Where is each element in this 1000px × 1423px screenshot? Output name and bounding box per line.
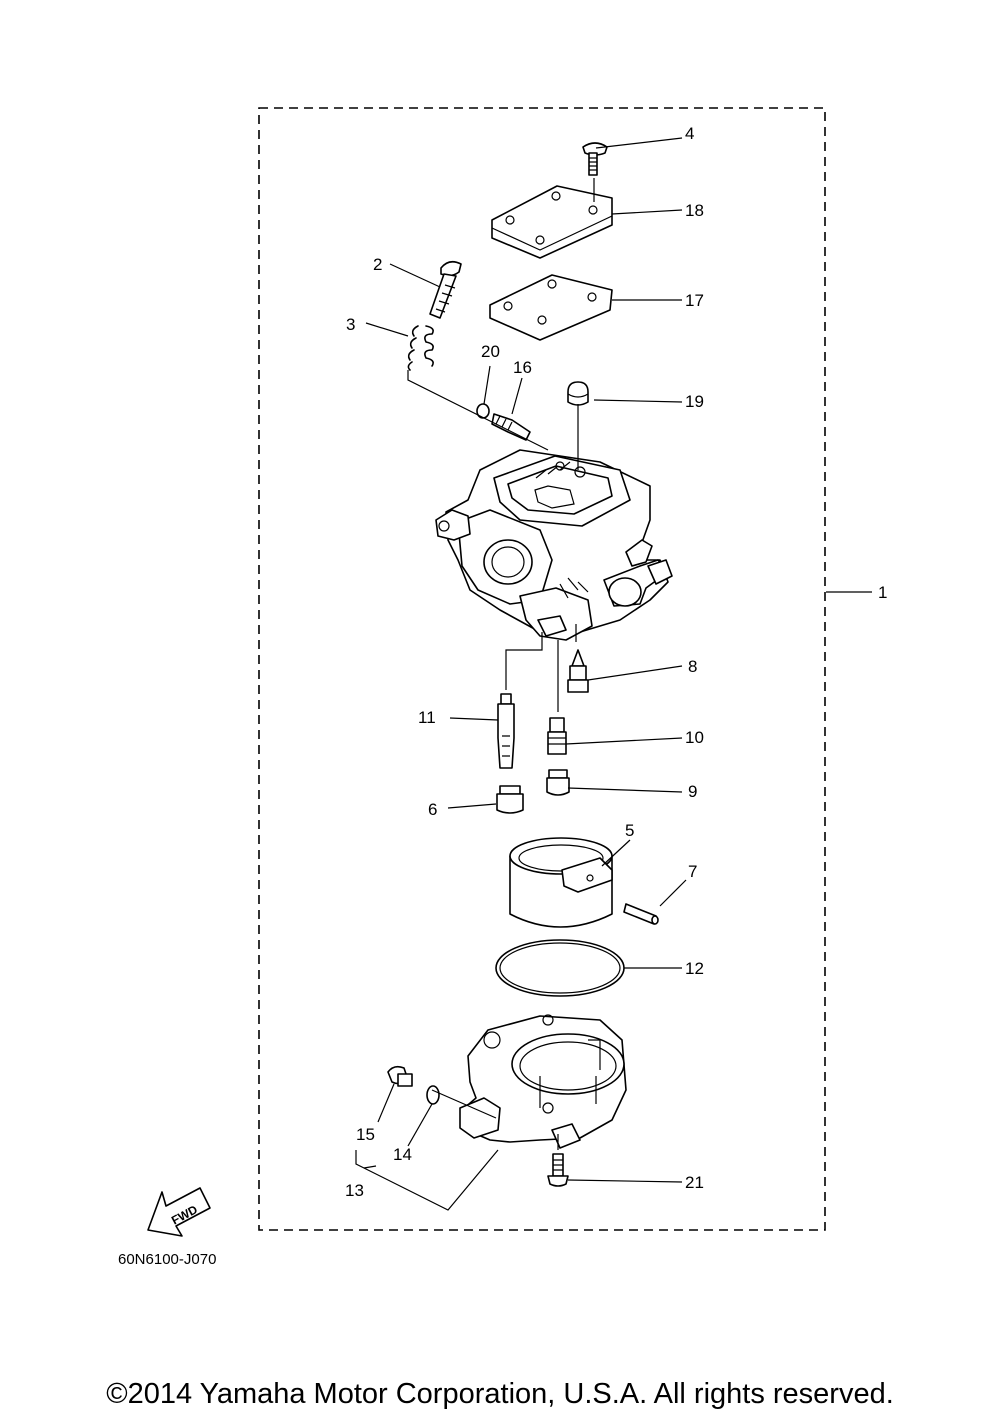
float-chamber-part bbox=[459, 1014, 627, 1149]
float-pin-part bbox=[623, 903, 659, 925]
part-label-15: 15 bbox=[356, 1125, 375, 1144]
part-label-19: 19 bbox=[685, 392, 704, 411]
part-label-6: 6 bbox=[428, 800, 437, 819]
jet-part bbox=[496, 785, 524, 814]
plug-cap-part bbox=[567, 381, 589, 406]
part-label-20: 20 bbox=[481, 342, 500, 361]
part-label-1: 1 bbox=[878, 583, 887, 602]
part-label-9: 9 bbox=[688, 782, 697, 801]
part-label-17: 17 bbox=[685, 291, 704, 310]
main-jet-part bbox=[547, 717, 567, 755]
float-part bbox=[509, 837, 613, 928]
part-label-14: 14 bbox=[393, 1145, 412, 1164]
part-label-10: 10 bbox=[685, 728, 704, 747]
part-label-4: 4 bbox=[685, 124, 694, 143]
part-label-8: 8 bbox=[688, 657, 697, 676]
spring-part bbox=[407, 325, 434, 371]
diagram-code: 60N6100-J070 bbox=[118, 1251, 216, 1268]
pilot-jet-part bbox=[546, 769, 570, 796]
part-label-13: 13 bbox=[345, 1181, 364, 1200]
bowl-screw-part bbox=[547, 1153, 569, 1187]
float-bowl-gasket-part bbox=[495, 939, 625, 997]
needle-valve-part bbox=[567, 649, 589, 693]
cover-plate-part bbox=[491, 185, 613, 259]
carburetor-body bbox=[435, 449, 673, 641]
part-label-12: 12 bbox=[685, 959, 704, 978]
part-label-7: 7 bbox=[688, 862, 697, 881]
copyright-notice: ©2014 Yamaha Motor Corporation, U.S.A. A… bbox=[106, 1378, 894, 1410]
part-number-labels: 1 2 3 4 5 6 7 8 9 10 11 12 13 14 15 16 1… bbox=[345, 124, 887, 1200]
pilot-screw-part bbox=[429, 260, 462, 319]
part-label-16: 16 bbox=[513, 358, 532, 377]
assembly-boundary bbox=[258, 107, 826, 1231]
part-label-3: 3 bbox=[346, 315, 355, 334]
fwd-arrow-icon: FWD bbox=[147, 1187, 211, 1237]
drain-screw-part bbox=[387, 1065, 413, 1087]
screw-part bbox=[582, 142, 608, 176]
part-label-2: 2 bbox=[373, 255, 382, 274]
float-needle-part bbox=[491, 413, 531, 441]
washer-part bbox=[426, 1085, 440, 1105]
part-label-18: 18 bbox=[685, 201, 704, 220]
gasket-part bbox=[489, 274, 613, 341]
leader-lines bbox=[355, 137, 872, 1211]
part-label-5: 5 bbox=[625, 821, 634, 840]
emulsion-tube-part bbox=[497, 693, 515, 769]
part-label-21: 21 bbox=[685, 1173, 704, 1192]
part-label-11: 11 bbox=[418, 708, 436, 727]
